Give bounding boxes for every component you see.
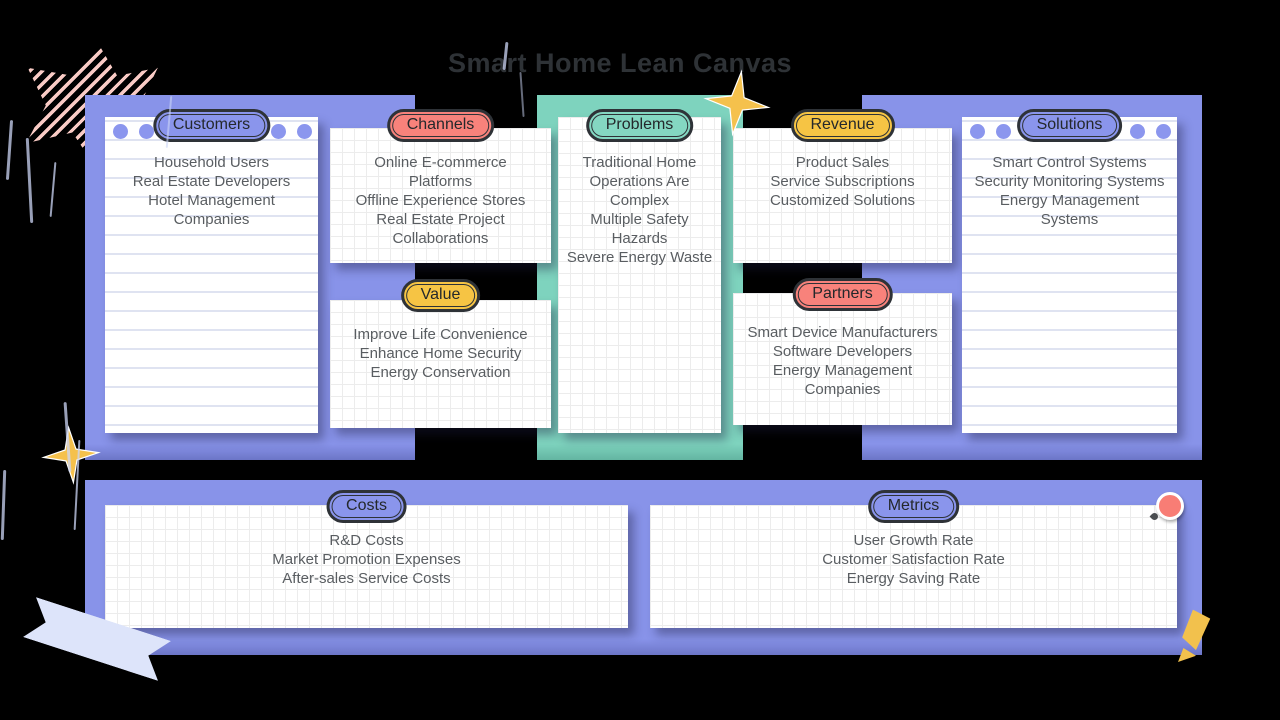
problems-pill: Problems [585, 109, 694, 142]
scribble-decoration [5, 119, 14, 181]
value-card: Value Improve Life Convenience Enhance H… [330, 279, 551, 428]
costs-card: Costs R&D Costs Market Promotion Expense… [105, 490, 628, 628]
channels-pill: Channels [386, 109, 495, 142]
revenue-card: Revenue Product Sales Service Subscripti… [733, 109, 952, 263]
pushpin-icon [1156, 492, 1184, 520]
revenue-pill: Revenue [790, 109, 895, 142]
metrics-items: User Growth Rate Customer Satisfaction R… [822, 532, 1005, 587]
solutions-pill: Solutions [1016, 109, 1123, 142]
sparkle-star-icon [704, 70, 770, 136]
problems-items: Traditional Home Operations Are Complex … [566, 154, 713, 266]
costs-items: R&D Costs Market Promotion Expenses Afte… [272, 532, 461, 587]
channels-card: Channels Online E-commerce Platforms Off… [330, 109, 551, 263]
solutions-card: Solutions Smart Control Systems Security… [962, 109, 1177, 433]
solutions-items: Smart Control Systems Security Monitorin… [974, 154, 1165, 228]
partners-card: Partners Smart Device Manufacturers Soft… [733, 278, 952, 425]
metrics-card: Metrics User Growth Rate Customer Satisf… [650, 490, 1177, 628]
scribble-decoration [0, 469, 7, 541]
problems-card: Problems Traditional Home Operations Are… [558, 109, 721, 433]
page-title: Smart Home Lean Canvas [447, 48, 793, 78]
customers-pill: Customers [152, 109, 271, 142]
partners-pill: Partners [792, 278, 893, 311]
customers-card: Customers Household Users Real Estate De… [105, 109, 318, 433]
customers-items: Household Users Real Estate Developers H… [132, 154, 291, 228]
sparkle-star-icon [44, 428, 98, 482]
scribble-decoration [49, 162, 57, 217]
revenue-items: Product Sales Service Subscriptions Cust… [769, 154, 916, 209]
costs-pill: Costs [326, 490, 407, 523]
metrics-pill: Metrics [867, 490, 960, 523]
value-items: Improve Life Convenience Enhance Home Se… [353, 326, 528, 381]
scribble-decoration [25, 137, 34, 224]
value-pill: Value [400, 279, 481, 312]
partners-items: Smart Device Manufacturers Software Deve… [747, 324, 938, 398]
channels-items: Online E-commerce Platforms Offline Expe… [355, 154, 526, 247]
